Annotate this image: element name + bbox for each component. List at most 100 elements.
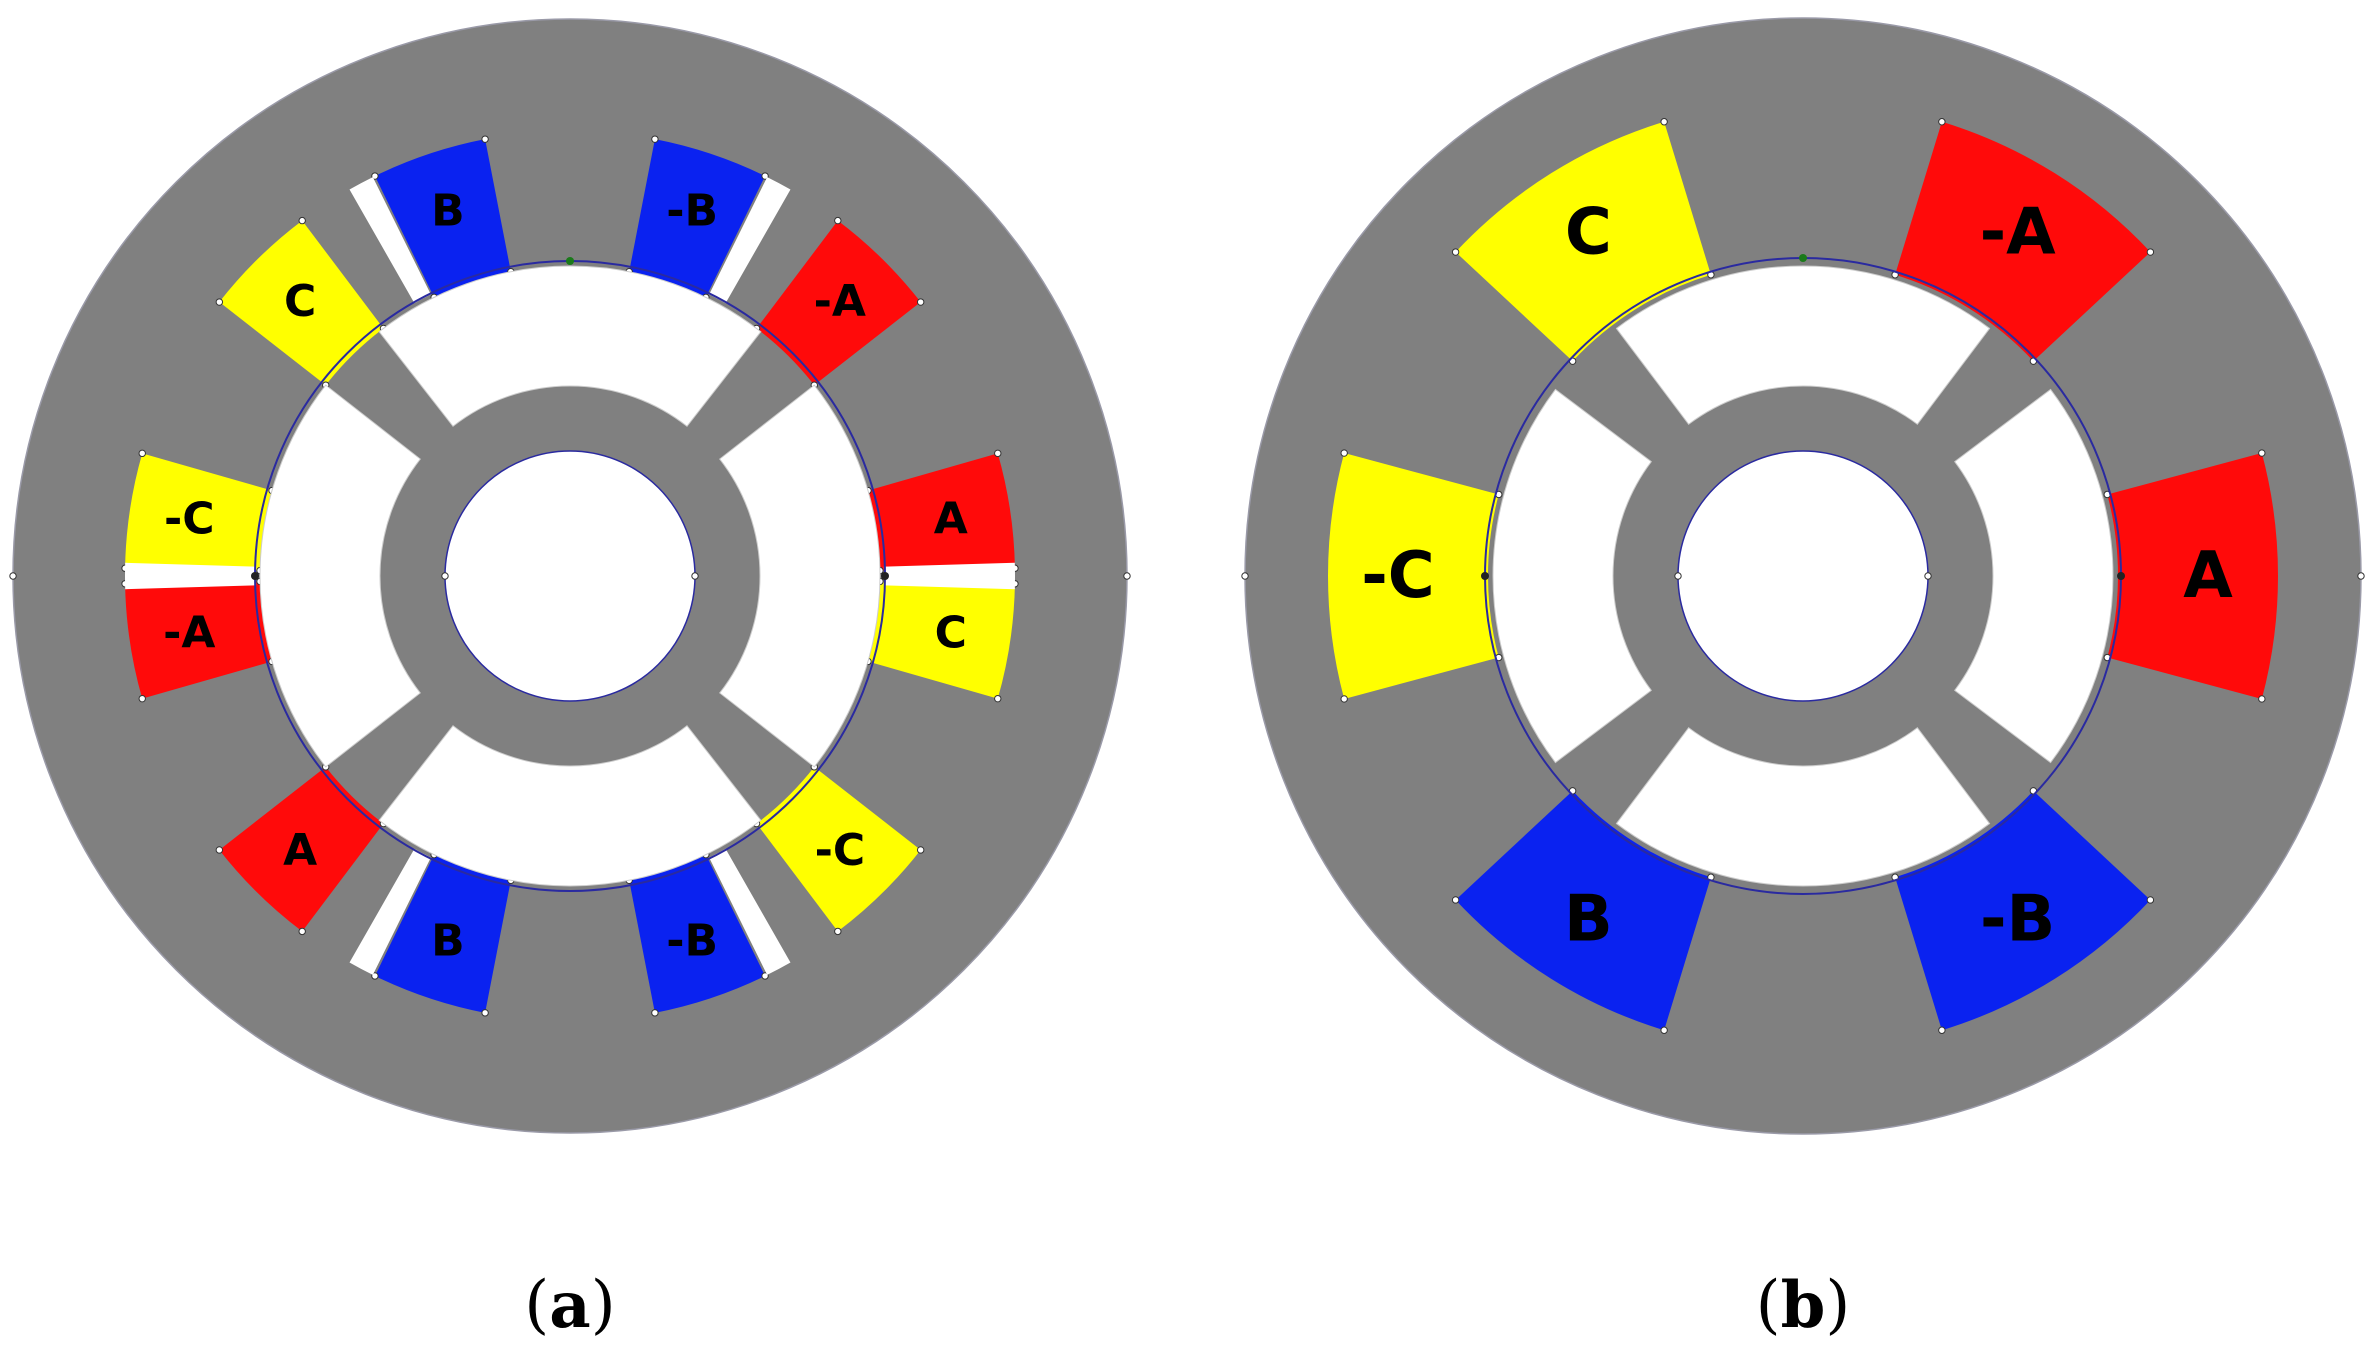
coil-vertex [215, 298, 224, 306]
coil-vertex [1938, 1026, 1946, 1034]
coil-vertex [834, 216, 842, 225]
rotor-air-pocket [1615, 727, 1991, 887]
panel-a-caption-close: ) [591, 1268, 616, 1342]
shaft-bore [444, 450, 696, 702]
panel-a-12-slot-motor: B -B -A A C -C -B B A -A -C C (a) [9, 18, 1131, 1343]
coil-vertex [1660, 118, 1668, 126]
coil-vertex [994, 449, 1002, 458]
gap-vertex [881, 572, 889, 580]
coil-vertex [481, 1009, 489, 1017]
coil-c [125, 453, 273, 571]
outer-vertex [2357, 572, 2365, 580]
rotor-air-pocket [378, 725, 762, 887]
panel-b-caption: (b) [1756, 1268, 1851, 1343]
gap-vertex-top [1799, 254, 1807, 262]
coil-vertex [1451, 248, 1460, 256]
coil-label: -C [164, 494, 215, 545]
panel-b-caption-close: ) [1825, 1268, 1850, 1342]
coil-b [374, 854, 511, 1013]
slot-separator [349, 177, 431, 304]
rotor-air-pocket [1615, 265, 1991, 425]
coil-b [629, 139, 766, 298]
coil-vertex [1340, 449, 1348, 457]
gap-vertex-top [566, 257, 574, 265]
coil-label: -A [163, 607, 215, 658]
coil-a [867, 453, 1015, 571]
coil-vertex [994, 694, 1002, 703]
slot-separator [124, 562, 257, 590]
coil-c [867, 581, 1015, 699]
coil-b [1455, 790, 1711, 1031]
rotor-air-pocket [1954, 388, 2114, 764]
outer-vertex [9, 572, 17, 580]
coil-vertex [371, 172, 379, 180]
coil-vertex [916, 846, 925, 854]
bore-vertex [691, 572, 699, 580]
rotor-air-pocket [719, 384, 881, 768]
coil-c [1455, 121, 1711, 362]
coil-a [1895, 121, 2151, 362]
coil-vertex [371, 972, 379, 980]
coil-label: B [431, 916, 465, 967]
coil-vertex [651, 1009, 659, 1017]
outer-vertex [1123, 572, 1131, 580]
rotor-air-pocket [259, 384, 421, 768]
panel-a-coil-labels: B -B -A A C -C -B B A -A -C C [163, 185, 968, 966]
coil-label: C [284, 276, 316, 327]
coil-vertex [916, 298, 925, 306]
coil-label: B [431, 185, 465, 236]
panel-b-geometry [1241, 17, 2365, 1135]
coil-a [219, 766, 384, 932]
bore-vertex [1924, 572, 1932, 580]
coil-label: -B [1980, 882, 2055, 956]
coil-label: -C [1361, 539, 1435, 613]
coil-a [2107, 453, 2278, 699]
panel-b-6-slot-motor: -AA-BB-CC (b) [1241, 17, 2365, 1343]
coil-vertex [761, 172, 769, 180]
coil-a [756, 220, 921, 386]
coil-vertex [481, 135, 489, 143]
panel-a-caption-open: ( [524, 1268, 549, 1342]
coil-label: C [1565, 196, 1612, 270]
coil-a [125, 581, 273, 699]
coil-label: -B [666, 916, 718, 967]
coil-label: C [935, 607, 967, 658]
coil-label: A [283, 825, 317, 876]
rotor-air-pocket [1492, 388, 1652, 764]
coil-vertex [2146, 248, 2155, 256]
coil-label: -A [814, 276, 866, 327]
coil-vertex [2146, 896, 2155, 904]
coil-label: A [2183, 539, 2233, 613]
slot-separator [883, 562, 1015, 590]
coil-vertex [298, 216, 306, 225]
bore-vertex [441, 572, 449, 580]
coil-vertex [1938, 118, 1946, 126]
coil-vertex [1451, 896, 1460, 904]
panel-a-caption-letter: a [549, 1268, 590, 1343]
coil-vertex [138, 694, 146, 703]
slot-separator [709, 177, 791, 304]
coil-label: A [934, 494, 968, 545]
coil-label: -A [1980, 196, 2057, 270]
outer-vertex [1241, 572, 1249, 580]
gap-vertex [2117, 572, 2125, 580]
coil-label: -C [815, 825, 866, 876]
panel-b-caption-open: ( [1756, 1268, 1781, 1342]
coil-b [629, 854, 766, 1013]
gap-vertex [251, 572, 259, 580]
bore-vertex [1674, 572, 1682, 580]
coil-label: -B [666, 185, 718, 236]
coil-vertex [1660, 1026, 1668, 1034]
panel-b-caption-letter: b [1781, 1268, 1826, 1343]
coil-b [374, 139, 511, 298]
coil-c [1327, 453, 1499, 699]
coil-vertex [138, 449, 146, 458]
coil-vertex [215, 846, 224, 854]
coil-c [219, 220, 384, 386]
coil-vertex [298, 927, 306, 936]
slot-separator [349, 848, 431, 975]
rotor-air-pocket [378, 265, 762, 427]
coil-vertex [1340, 695, 1348, 703]
coil-c [756, 766, 921, 932]
